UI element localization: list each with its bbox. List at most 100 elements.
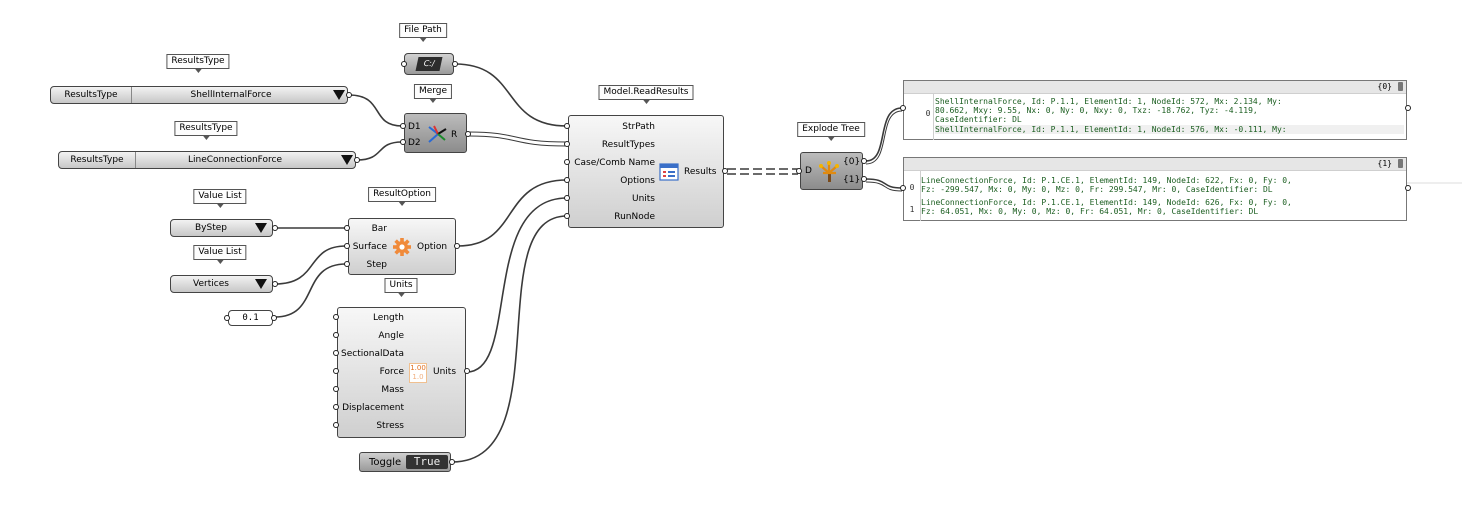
panel-1-line: Fz: -299.547, Mx: 0, My: 0, Mz: 0, Fr: 2… [921,185,1273,194]
merge-d1-grip[interactable] [400,123,406,129]
file-path-input-grip[interactable] [401,61,407,67]
results-type-list-2-label: ResultsType [59,152,136,168]
units-component[interactable]: Length Angle SectionalData Force Mass Di… [337,307,466,438]
value-list-bystep[interactable]: ByStep [170,219,273,237]
value-list-vertices-output-grip[interactable] [272,281,278,287]
panel-1-line: Fz: 64.051, Mx: 0, My: 0, Mz: 0, Fr: 64.… [921,207,1259,216]
results-type-list-1-output-grip[interactable] [346,92,352,98]
read-results-case-grip[interactable] [564,159,570,165]
results-type-list-2[interactable]: ResultsType LineConnectionForce [58,151,356,169]
panel-0-line: ShellInternalForce, Id: P.1.1, ElementId… [935,125,1404,134]
units-length-grip[interactable] [333,314,339,320]
panel-1-output-grip[interactable] [1405,185,1411,191]
panel-1[interactable]: {1} 0 1 LineConnectionForce, Id: P.1.CE.… [903,157,1407,221]
result-option-step-grip[interactable] [344,261,350,267]
panel-0-scrollbar[interactable] [1398,82,1403,91]
boolean-toggle[interactable]: Toggle True [359,452,451,472]
read-results-input-options: Options [620,176,655,186]
panel-0-input-grip[interactable] [900,105,906,111]
read-results-component[interactable]: StrPath ResultTypes Case/Comb Name Optio… [568,115,724,228]
panel-1-gutter [920,171,921,221]
merge-r-grip[interactable] [465,131,471,137]
panel-1-index: 1 [909,205,915,214]
dropdown-arrow-icon[interactable] [255,223,267,233]
units-output-grip[interactable] [464,368,470,374]
result-option-output-grip[interactable] [454,243,460,249]
explode-tree-0-grip[interactable] [861,158,867,164]
read-results-resulttypes-grip[interactable] [564,141,570,147]
callout-results-type-2: ResultsType [174,121,238,140]
read-results-strpath-grip[interactable] [564,123,570,129]
units-force-grip[interactable] [333,368,339,374]
panel-0[interactable]: {0} 0 ShellInternalForce, Id: P.1.1, Ele… [903,80,1407,140]
merge-output-r: R [451,130,458,140]
result-option-component[interactable]: Bar Surface Step Option [348,218,456,275]
wire-toggle-runnode [451,215,568,463]
file-path-output-grip[interactable] [452,61,458,67]
results-type-list-1-label: ResultsType [51,87,132,103]
callout-value-list-2: Value List [193,245,247,264]
result-option-bar-grip[interactable] [344,225,350,231]
result-option-input-bar: Bar [371,224,387,234]
wire-resultstype2-d2 [356,141,403,161]
read-results-options-grip[interactable] [564,177,570,183]
panel-1-input-grip[interactable] [900,185,906,191]
read-results-output-results: Results [684,167,717,177]
value-list-vertices-value: Vertices [193,279,229,289]
callout-model-read-results: Model.ReadResults [598,85,694,104]
read-results-input-runnode: RunNode [614,212,655,222]
units-stress-grip[interactable] [333,422,339,428]
merge-d2-grip[interactable] [400,139,406,145]
results-type-list-2-output-grip[interactable] [354,157,360,163]
panel-1-scrollbar[interactable] [1398,159,1403,168]
wire-explode0-panel0-b [865,110,903,165]
value-list-vertices[interactable]: Vertices [170,275,273,293]
units-sectionaldata-grip[interactable] [333,350,339,356]
callout-merge: Merge [413,84,453,103]
wire-resultstype1-d1 [348,94,403,127]
wire-units-units [466,197,568,373]
panel-0-output-grip[interactable] [1405,105,1411,111]
units-input-stress: Stress [376,421,404,431]
explode-tree-d-grip[interactable] [796,168,802,174]
value-list-bystep-output-grip[interactable] [272,225,278,231]
units-icon-top: 1.00 [410,364,426,372]
units-angle-grip[interactable] [333,332,339,338]
wire-slider-step [274,263,347,318]
merge-icon [428,125,447,143]
explode-tree-component[interactable]: D {0} {1} [800,152,863,190]
units-mass-grip[interactable] [333,386,339,392]
number-slider[interactable]: 0.1 [228,310,273,326]
dropdown-arrow-icon[interactable] [255,279,267,289]
number-slider-output-grip[interactable] [271,315,277,321]
read-results-input-units: Units [631,194,655,204]
panel-0-header-path: {0} [1377,82,1392,91]
read-results-output-grip[interactable] [722,168,728,174]
result-option-surface-grip[interactable] [344,243,350,249]
wire-option-options [457,179,568,247]
panel-1-index: 0 [909,183,915,192]
units-displacement-grip[interactable] [333,404,339,410]
toggle-value[interactable]: True [406,455,448,469]
panel-1-line: LineConnectionForce, Id: P.1.CE.1, Eleme… [921,198,1292,207]
callout-explode-tree: Explode Tree [797,122,865,141]
results-type-list-1[interactable]: ResultsType ShellInternalForce [50,86,348,104]
dropdown-arrow-icon[interactable] [341,155,353,165]
explode-tree-1-grip[interactable] [861,176,867,182]
wire-filepath-strpath [454,63,568,127]
read-results-units-grip[interactable] [564,195,570,201]
toggle-output-grip[interactable] [449,459,455,465]
file-path-component[interactable]: C:/ [404,53,454,75]
number-slider-input-grip[interactable] [224,315,230,321]
read-results-input-resulttypes: ResultTypes [601,140,655,150]
callout-result-option: ResultOption [368,187,436,206]
result-option-output: Option [417,242,448,252]
read-results-runnode-grip[interactable] [564,213,570,219]
merge-component[interactable]: D1 D2 R [404,113,467,153]
dropdown-arrow-icon[interactable] [333,90,345,100]
panel-1-header: {1} [904,158,1406,171]
units-icon: 1.00 1.0 [409,363,427,383]
wire-merge-strtypes-a [468,131,568,143]
panel-0-header: {0} [904,81,1406,94]
results-type-list-2-value: LineConnectionForce [187,155,283,165]
